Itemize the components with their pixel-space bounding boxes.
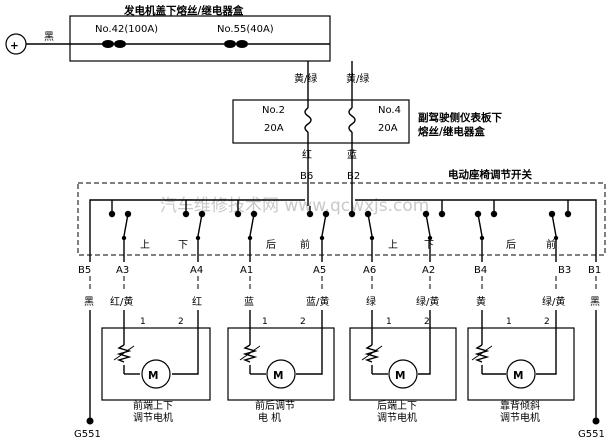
dir-label-back-recline: 后 [506,239,516,251]
terminal-2-label: 2 [300,317,306,327]
watermark: 汽车维修技术网 www.qcwxjs.com [160,196,429,216]
ground-left-label: G551 [74,429,101,440]
fuse-no55-label: No.55(40A) [217,24,274,35]
dash-fuse-box-title-1: 副驾驶侧仪表板下 [418,111,502,124]
wire-color: 红/黄 [110,295,133,308]
wire-color: 绿/黄 [416,295,439,308]
wire-color: 绿 [366,295,376,308]
ground-left-icon [86,417,94,425]
motor-label-line2: 调节电机 [133,411,173,424]
seat-switch-title: 电动座椅调节开关 [448,168,532,181]
wire-color: 黑 [84,296,94,308]
dir-label-down-rear: 下 [424,240,434,251]
dash-fuse-box-title-2: 熔丝/继电器盒 [418,125,485,138]
dir-label-front-slide: 前 [300,238,310,251]
terminal-1-label: 1 [262,317,268,327]
motor-label-line2: 调节电机 [377,411,417,424]
pin-label: B1 [588,265,601,276]
wire-color: 蓝/黄 [306,295,329,308]
motor-label-line1: 后端上下 [377,399,417,412]
terminal-1-label: 1 [506,317,512,327]
connector-pins: B5 A3 A4 A1 A5 A6 A2 B4 B3 B1 [78,265,601,276]
ground-right-icon [592,417,600,425]
wire-color: 黑 [590,296,600,308]
pin-label: A5 [313,265,326,276]
ground-right-label: G551 [578,429,605,440]
motor-label-line1: 前后调节 [255,399,295,412]
pin-label: B3 [558,265,571,276]
motor-icon [141,359,171,389]
motor-icon [266,359,296,389]
pin-label: A1 [240,265,253,276]
motor-label-line2: 调节电机 [500,411,540,424]
fuse-no4-icon [348,100,356,143]
fuse-no42-icon [102,40,126,48]
terminal-1-label: 1 [386,317,392,327]
battery-wire-color: 黑 [44,31,54,43]
terminal-2-label: 2 [544,317,550,327]
switch-output-wires [123,236,557,262]
dir-label-up-rear: 上 [388,239,398,251]
switch-contacts [108,200,572,241]
battery-positive-icon: + [5,33,27,55]
engine-fuse-box [69,15,331,62]
dir-label-down-front: 下 [178,240,188,251]
fuse-no42-label: No.42(100A) [95,24,158,35]
switch-feed-left-color: 红 [302,148,312,161]
svg-text:M: M [148,370,158,382]
wire-color: 黄 [476,295,486,308]
connector-dashes [89,276,597,290]
switch-feed-right-color: 蓝 [347,149,357,161]
motor-label-line1: 前端上下 [133,399,173,412]
fuse-no4-amp: 20A [378,123,398,134]
wire-color: 蓝 [244,296,254,308]
fuse-no2-label: No.2 [262,105,285,116]
dir-label-up-front: 上 [140,239,150,251]
terminal-1-label: 1 [140,317,146,327]
engine-fuse-box-title: 发电机盖下熔丝/继电器盒 [123,4,244,17]
motor-label-line2: 电 机 [258,411,281,424]
feed-wire-right-color: 黄/绿 [346,72,369,85]
motor-recline: 1 2 M 靠背倾斜 调节电机 [467,317,575,424]
wire-color: 红 [192,295,202,308]
seat-switch-box [77,182,606,256]
fuse-no4-label: No.4 [378,105,401,116]
motor-label-line1: 靠背倾斜 [500,399,540,412]
fuse-no2-icon [304,100,312,143]
motor-slide: 1 2 M 前后调节 电 机 [227,317,335,424]
pin-wire-colors: 黑 红/黄 红 蓝 蓝/黄 绿 绿/黄 黄 绿/黄 黑 [84,295,600,308]
switch-pin-b2: B2 [347,171,360,182]
motor-rear-height: 1 2 M 后端上下 调节电机 [349,317,457,424]
pin-label: B4 [474,265,487,276]
feed-wire-left-color: 黄/绿 [294,72,317,85]
switch-pin-b6: B6 [300,171,313,182]
svg-text:M: M [395,370,405,382]
terminal-2-label: 2 [424,317,430,327]
fuse-no2-amp: 20A [264,123,284,134]
dir-label-back-slide: 后 [266,239,276,251]
pin-label: A3 [116,265,129,276]
motor-icon [388,359,418,389]
motor-front-height: 1 2 M 前端上下 调节电机 [101,317,211,424]
motor-icon [506,359,536,389]
svg-text:+: + [10,40,19,52]
svg-text:M: M [513,370,523,382]
svg-text:M: M [273,370,283,382]
fuse-no55-icon [224,40,248,48]
pin-label: A4 [190,265,203,276]
pin-label: B5 [78,265,91,276]
dash-fuse-box [232,99,410,144]
wire-color: 绿/黄 [542,295,565,308]
terminal-2-label: 2 [178,317,184,327]
dir-label-front-recline: 前 [546,238,556,251]
pin-label: A6 [363,265,376,276]
motor-feed-wires [89,310,597,420]
pin-label: A2 [422,265,435,276]
